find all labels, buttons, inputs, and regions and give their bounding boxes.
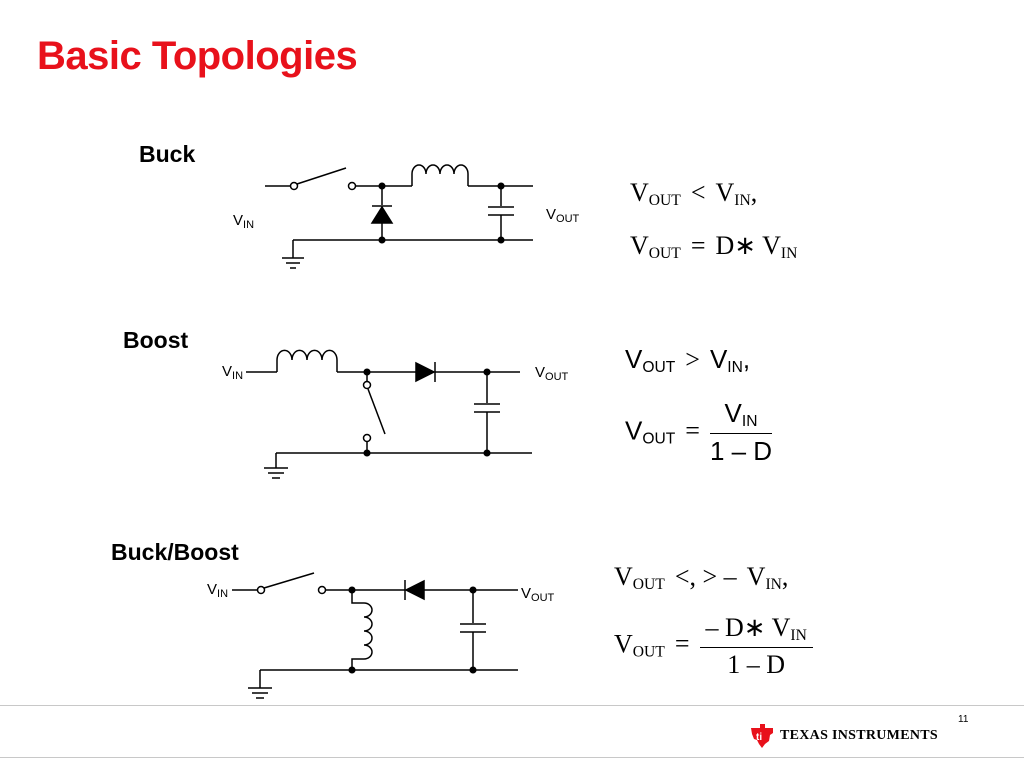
- buck-boost-circuit: [232, 572, 518, 699]
- buck-vin-label: VIN: [233, 212, 255, 231]
- boost-circuit: [246, 349, 532, 479]
- boost-vout-label: VOUT: [535, 364, 569, 383]
- ti-state-logo-icon: ti: [751, 724, 773, 748]
- buck-equation-1: VOUT<VIN,: [630, 178, 758, 209]
- buck-boost-vout-label: VOUT: [521, 585, 555, 604]
- svg-text:ti: ti: [756, 732, 762, 743]
- boost-label: Boost: [123, 327, 189, 353]
- buck-label: Buck: [139, 141, 196, 167]
- footer-bottom-divider: [0, 757, 1024, 758]
- page-number: 11: [958, 714, 969, 725]
- buck-boost-equation-1: VOUT<, > –VIN,: [614, 562, 789, 593]
- slide-title: Basic Topologies: [37, 34, 358, 78]
- buck-circuit: [265, 164, 533, 269]
- buck-equation-2: VOUT=D∗ VIN: [630, 231, 798, 262]
- ti-brand-text: TEXAS INSTRUMENTS: [780, 728, 938, 743]
- buck-vout-label: VOUT: [546, 206, 580, 225]
- footer-divider: [0, 705, 1024, 706]
- boost-vin-label: VIN: [222, 363, 244, 382]
- boost-equation-1: VOUT>VIN,: [625, 344, 751, 376]
- buck-boost-label: Buck/Boost: [111, 539, 239, 565]
- buck-boost-vin-label: VIN: [207, 581, 229, 600]
